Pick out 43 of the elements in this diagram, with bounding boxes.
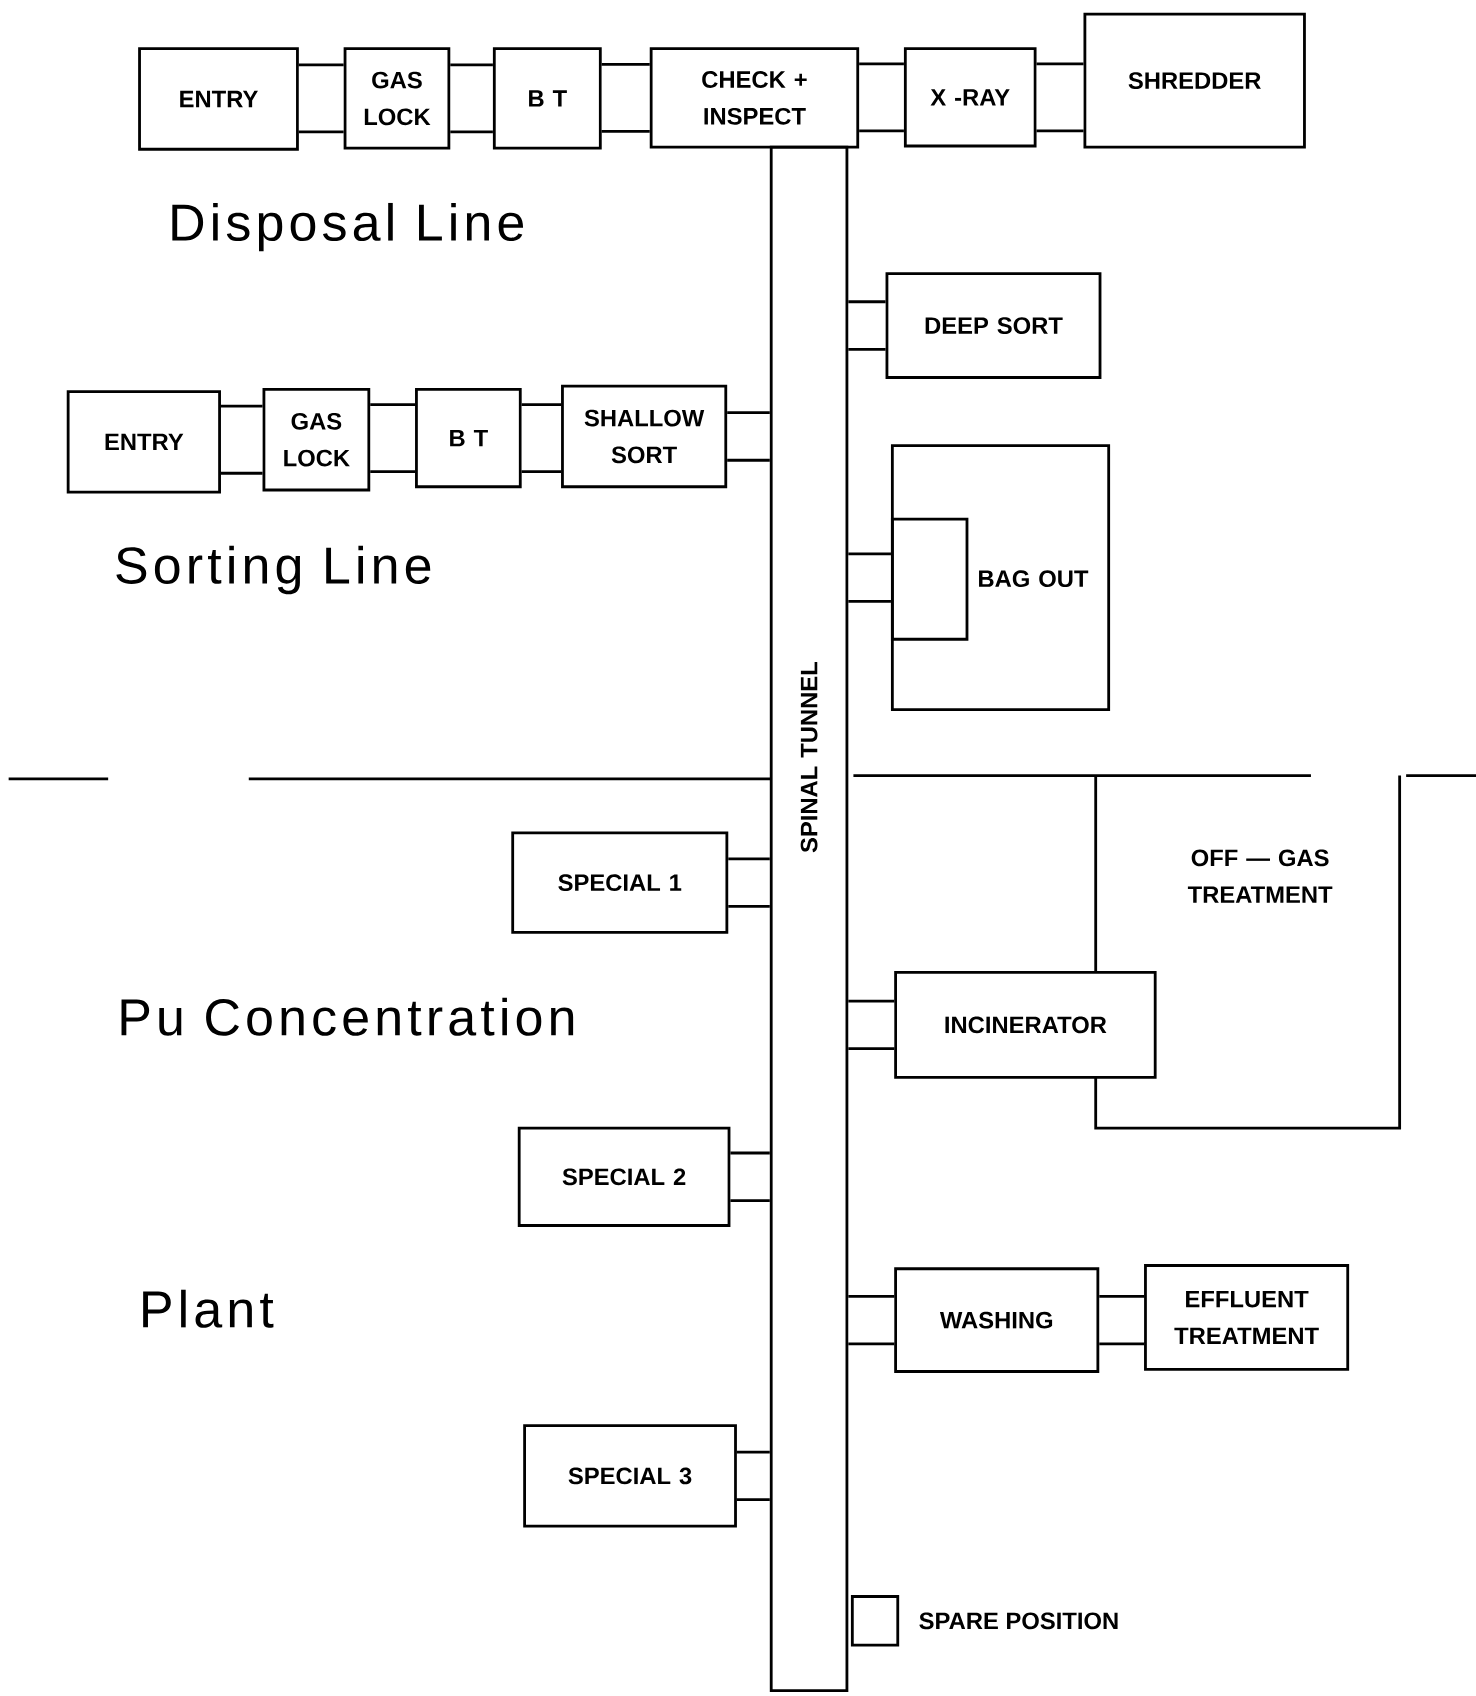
process-box: B T: [414, 388, 522, 489]
passage: [220, 404, 263, 475]
process-box: SHALLOW SORT: [560, 384, 727, 489]
passage: [727, 411, 770, 462]
passage: [848, 999, 894, 1051]
passage: [298, 63, 344, 134]
area-label: Plant: [142, 1289, 274, 1328]
tunnel-box: SPINAL TUNNEL: [769, 145, 849, 1692]
process-box: SPECIAL 1: [511, 831, 729, 934]
area-label: Pu Concentration: [121, 997, 573, 1036]
passage: [848, 1294, 894, 1346]
spare-box: [850, 1595, 899, 1647]
passage: [521, 403, 561, 473]
process-box: CHECK + INSPECT: [649, 47, 859, 149]
process-box: EFFLUENT TREATMENT: [1143, 1264, 1349, 1371]
passage: [450, 63, 493, 134]
area-label: Sorting Line: [116, 545, 430, 595]
process-box: SPECIAL 2: [517, 1126, 731, 1227]
passage: [1036, 62, 1084, 133]
passage: [848, 552, 891, 603]
process-box: X -RAY: [903, 47, 1037, 148]
process-box: B T: [492, 47, 602, 150]
passage: [728, 857, 770, 908]
process-box: ENTRY: [137, 47, 299, 151]
process-box: DEEP SORT: [885, 272, 1102, 379]
area-label: Disposal Line: [172, 202, 523, 252]
passage: [1099, 1294, 1144, 1346]
process-box: SPECIAL 3: [523, 1424, 737, 1528]
passage: [858, 62, 904, 133]
passage: [601, 62, 650, 133]
inner-box: [890, 517, 969, 641]
process-box: WASHING: [894, 1267, 1100, 1373]
process-box: ENTRY: [66, 390, 221, 494]
passage: [848, 300, 886, 351]
passage: [370, 403, 415, 473]
process-box: GAS LOCK: [262, 388, 371, 492]
process-box: GAS LOCK: [343, 47, 451, 150]
process-box: INCINERATOR: [894, 971, 1157, 1079]
node-label: SPARE POSITION: [919, 1612, 1118, 1630]
passage: [730, 1151, 770, 1203]
process-box: SHREDDER: [1083, 12, 1306, 149]
room-box: BAG OUT: [890, 444, 1110, 711]
passage: [736, 1450, 770, 1502]
